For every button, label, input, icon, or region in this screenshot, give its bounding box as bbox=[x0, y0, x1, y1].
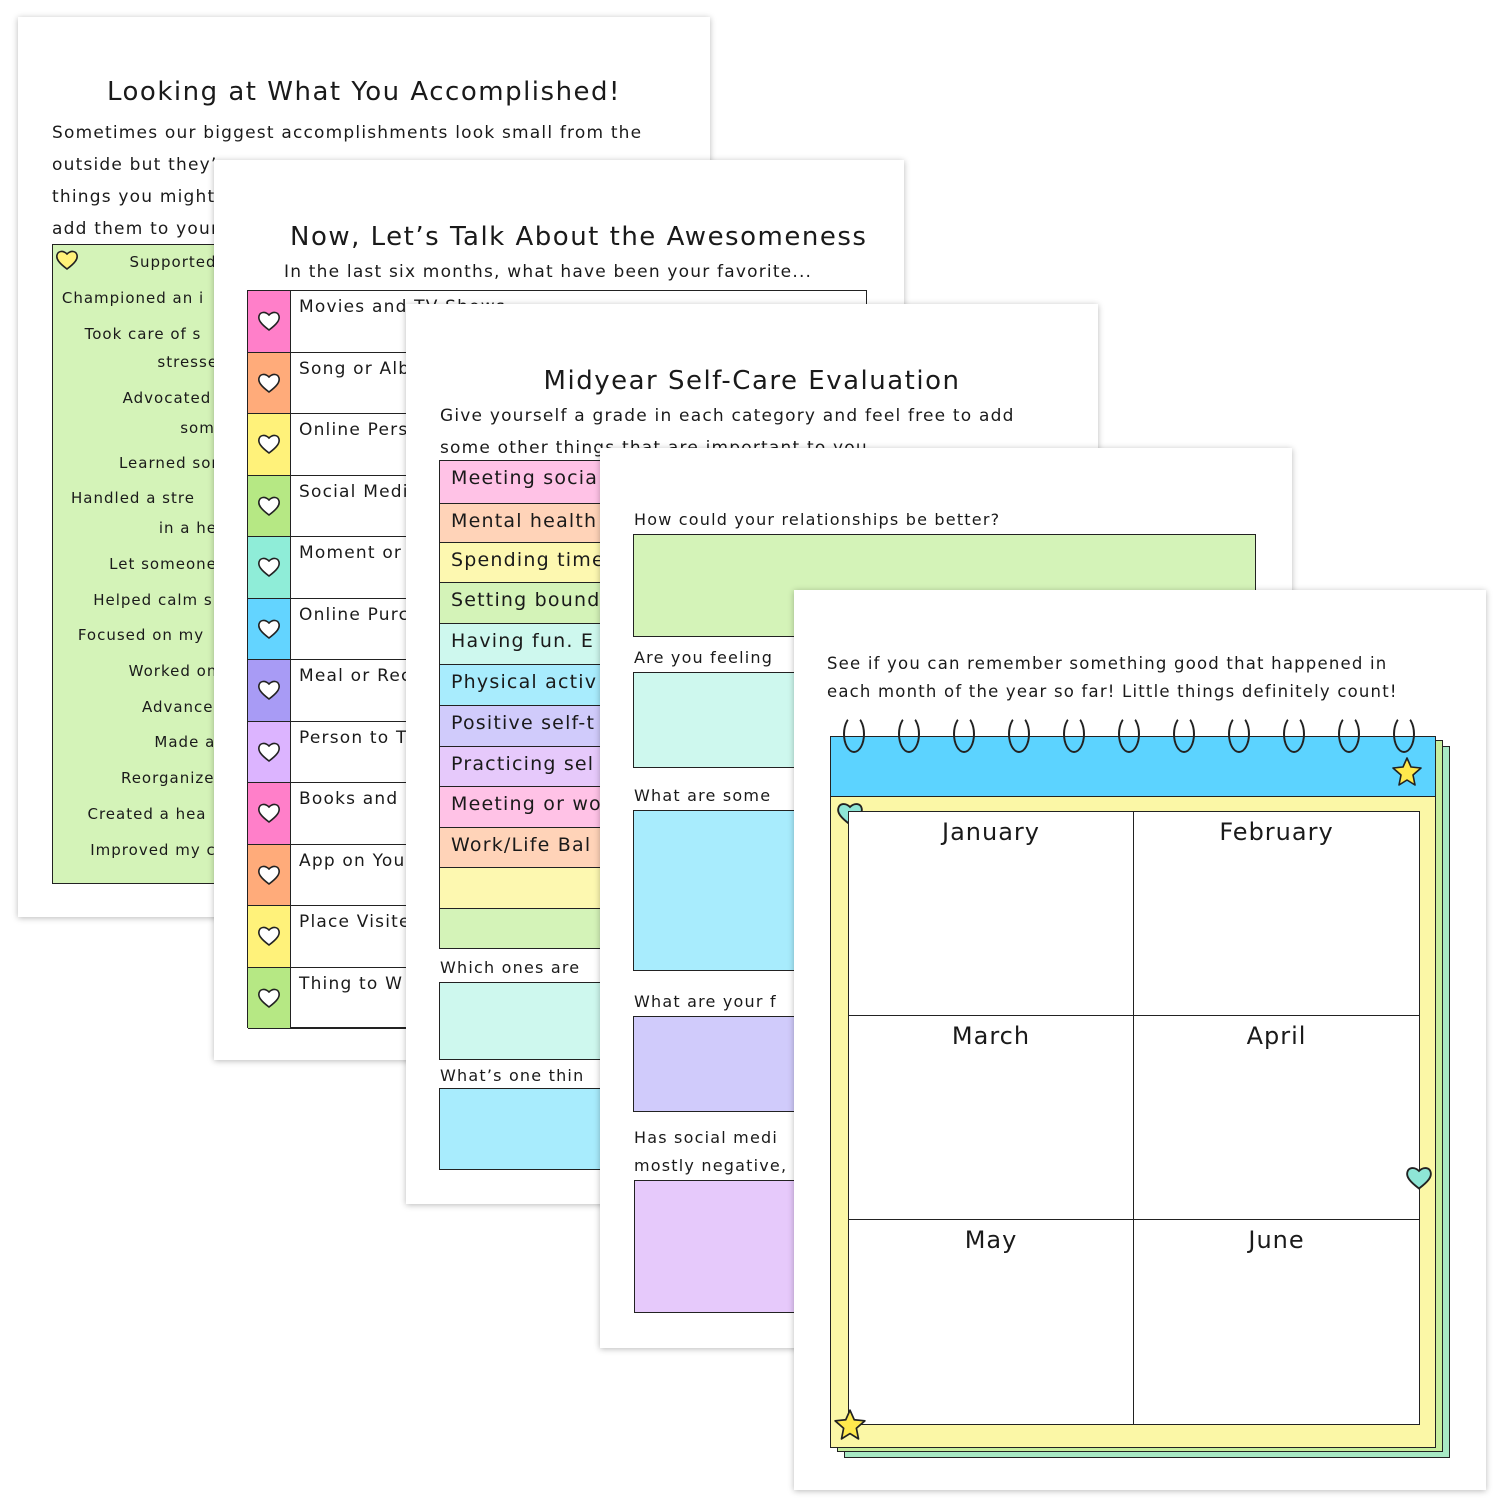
question-label: Which ones are bbox=[440, 958, 581, 977]
heart-icon bbox=[258, 926, 280, 947]
monthly-memories-page: See if you can remember something good t… bbox=[794, 590, 1486, 1490]
heart-icon bbox=[258, 742, 280, 762]
page-title: Now, Let’s Talk About the Awesomeness bbox=[290, 222, 868, 252]
month-cell-march[interactable]: March bbox=[849, 1016, 1134, 1220]
heart-icon bbox=[258, 988, 280, 1008]
intro-paragraph: See if you can remember something good t… bbox=[827, 654, 1398, 701]
month-cell-february[interactable]: February bbox=[1134, 812, 1419, 1016]
spiral-loop bbox=[1173, 715, 1195, 753]
question-label: Has social medi bbox=[634, 1128, 778, 1147]
spiral-loop bbox=[1008, 715, 1030, 753]
color-swatch bbox=[248, 844, 291, 905]
spiral-loop bbox=[953, 715, 975, 753]
row-label: App on You bbox=[299, 850, 406, 871]
color-swatch bbox=[248, 967, 291, 1028]
spiral-loop bbox=[843, 715, 865, 753]
row-label: Meal or Rec bbox=[299, 666, 412, 686]
star-icon bbox=[1392, 757, 1422, 786]
list-item: Created a hea bbox=[87, 805, 207, 823]
intro-paragraph: Sometimes our biggest accomplishments lo… bbox=[52, 123, 643, 239]
color-swatch bbox=[248, 906, 291, 967]
spiral-loop bbox=[1393, 715, 1415, 753]
page-title: Looking at What You Accomplished! bbox=[107, 77, 621, 107]
table-row[interactable]: Place Visite bbox=[248, 906, 866, 968]
list-item: in a hea bbox=[158, 519, 228, 537]
heart-icon bbox=[258, 311, 280, 332]
list-item: Helped calm s bbox=[93, 591, 213, 609]
list-item: Reorganized bbox=[120, 769, 226, 787]
list-item: Advocated f bbox=[122, 389, 224, 407]
row-label: Books and bbox=[299, 789, 399, 809]
question-label: Are you feeling bbox=[634, 648, 774, 667]
row-label: Song or Alb bbox=[299, 358, 411, 379]
heart-icon bbox=[56, 250, 78, 271]
intro-text: In the last six months, what have been y… bbox=[284, 262, 813, 282]
heart-icon bbox=[258, 803, 280, 824]
question-label: mostly negative, bbox=[634, 1156, 788, 1175]
color-swatch bbox=[248, 721, 291, 782]
list-item: Advanced bbox=[141, 698, 225, 716]
list-item: Handled a stre bbox=[71, 489, 195, 507]
color-swatch bbox=[248, 783, 291, 844]
color-swatch bbox=[248, 598, 291, 659]
spiral-loop bbox=[1118, 715, 1140, 753]
heart-icon bbox=[258, 496, 280, 516]
heart-icon bbox=[258, 865, 280, 885]
month-cell-april[interactable]: April bbox=[1134, 1016, 1419, 1220]
month-cell-may[interactable]: May bbox=[849, 1220, 1134, 1424]
spiral-loop bbox=[1063, 715, 1085, 753]
row-label: Thing to W bbox=[299, 973, 404, 994]
heart-icon bbox=[1406, 1167, 1432, 1190]
row-label: Person to T bbox=[299, 727, 408, 748]
question-label: What’s one thin bbox=[440, 1066, 585, 1085]
question-label: How could your relationships be better? bbox=[634, 510, 1001, 529]
list-item: Took care of s bbox=[84, 325, 202, 343]
list-item: Let someone bbox=[109, 555, 217, 573]
list-item: stressed bbox=[157, 353, 229, 371]
spiral-loop bbox=[1228, 715, 1250, 753]
month-cell-june[interactable]: June bbox=[1248, 1226, 1305, 1254]
color-swatch bbox=[248, 291, 291, 352]
question-label: What are some bbox=[634, 786, 772, 805]
spiral-loop bbox=[1283, 715, 1305, 753]
month-cell-january[interactable]: January bbox=[849, 812, 1134, 1016]
list-item: Supported bbox=[129, 253, 217, 271]
color-swatch bbox=[248, 660, 291, 721]
list-item: Improved my c bbox=[90, 841, 216, 859]
heart-icon bbox=[258, 619, 280, 639]
row-label: Place Visite bbox=[299, 912, 411, 932]
star-icon bbox=[834, 1409, 866, 1440]
spiral-loop bbox=[1338, 715, 1360, 753]
row-label: Moment or bbox=[299, 543, 403, 563]
color-swatch bbox=[248, 352, 291, 413]
heart-icon bbox=[258, 434, 280, 455]
heart-icon bbox=[258, 680, 280, 701]
row-label: Online Purc bbox=[299, 604, 410, 625]
notebook-front-page: January February March April May June bbox=[830, 715, 1436, 1448]
color-swatch bbox=[248, 475, 291, 536]
spiral-loop bbox=[898, 715, 920, 753]
color-swatch bbox=[248, 537, 291, 598]
page-title: Midyear Self-Care Evaluation bbox=[543, 366, 961, 396]
color-swatch bbox=[248, 414, 291, 475]
row-label: Social Medi bbox=[299, 481, 409, 502]
list-item: Worked on bbox=[128, 662, 218, 680]
list-item: Championed an i bbox=[61, 289, 205, 307]
list-item: Focused on my bbox=[77, 626, 205, 644]
heart-icon bbox=[258, 557, 280, 578]
question-label: What are your f bbox=[634, 992, 777, 1011]
list-item: Learned som bbox=[118, 454, 228, 472]
month-grid: January February March April May June bbox=[848, 811, 1420, 1425]
row-label: Online Pers bbox=[299, 420, 409, 440]
list-item: Made a d bbox=[154, 733, 232, 751]
heart-icon bbox=[258, 373, 280, 393]
